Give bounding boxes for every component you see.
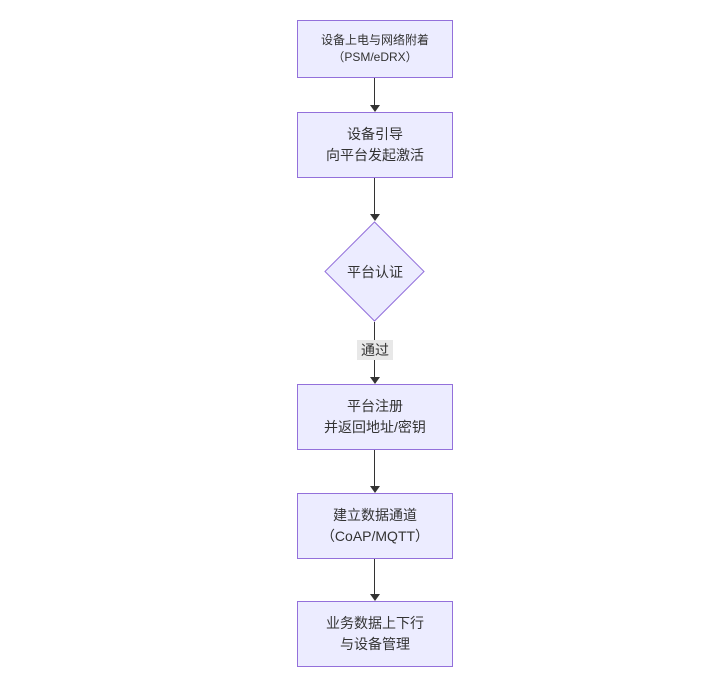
node-power-attach: 设备上电与网络附着 （PSM/eDRX） (297, 20, 453, 78)
node-platform-register-line1: 平台注册 (347, 398, 403, 414)
arrow-down-icon (370, 377, 380, 384)
arrow-down-icon (370, 594, 380, 601)
node-platform-register: 平台注册 并返回地址/密钥 (297, 384, 453, 450)
decision-platform-auth: 平台认证 (324, 221, 426, 323)
decision-platform-auth-label: 平台认证 (347, 264, 403, 280)
node-data-channel-line2: （CoAP/MQTT） (320, 528, 430, 544)
node-business-data-line1: 业务数据上下行 (326, 615, 424, 631)
edge-label-pass: 通过 (357, 340, 393, 360)
node-data-channel-line1: 建立数据通道 (333, 507, 417, 523)
arrow-down-icon (370, 486, 380, 493)
arrow-down-icon (370, 105, 380, 112)
edge-register-to-channel-line (374, 450, 375, 486)
edge-channel-to-business-line (374, 559, 375, 594)
node-bootstrap-line2: 向平台发起激活 (326, 147, 424, 163)
node-bootstrap: 设备引导 向平台发起激活 (297, 112, 453, 178)
node-data-channel: 建立数据通道 （CoAP/MQTT） (297, 493, 453, 559)
edge-power-to-bootstrap-line (374, 78, 375, 105)
node-power-attach-line2: （PSM/eDRX） (332, 50, 418, 64)
node-power-attach-line1: 设备上电与网络附着 (320, 33, 429, 47)
node-business-data: 业务数据上下行 与设备管理 (297, 601, 453, 667)
arrow-down-icon (370, 214, 380, 221)
node-platform-register-line2: 并返回地址/密钥 (324, 419, 426, 435)
node-bootstrap-line1: 设备引导 (347, 126, 403, 142)
edge-bootstrap-to-auth-line (374, 178, 375, 214)
node-business-data-line2: 与设备管理 (340, 636, 410, 652)
